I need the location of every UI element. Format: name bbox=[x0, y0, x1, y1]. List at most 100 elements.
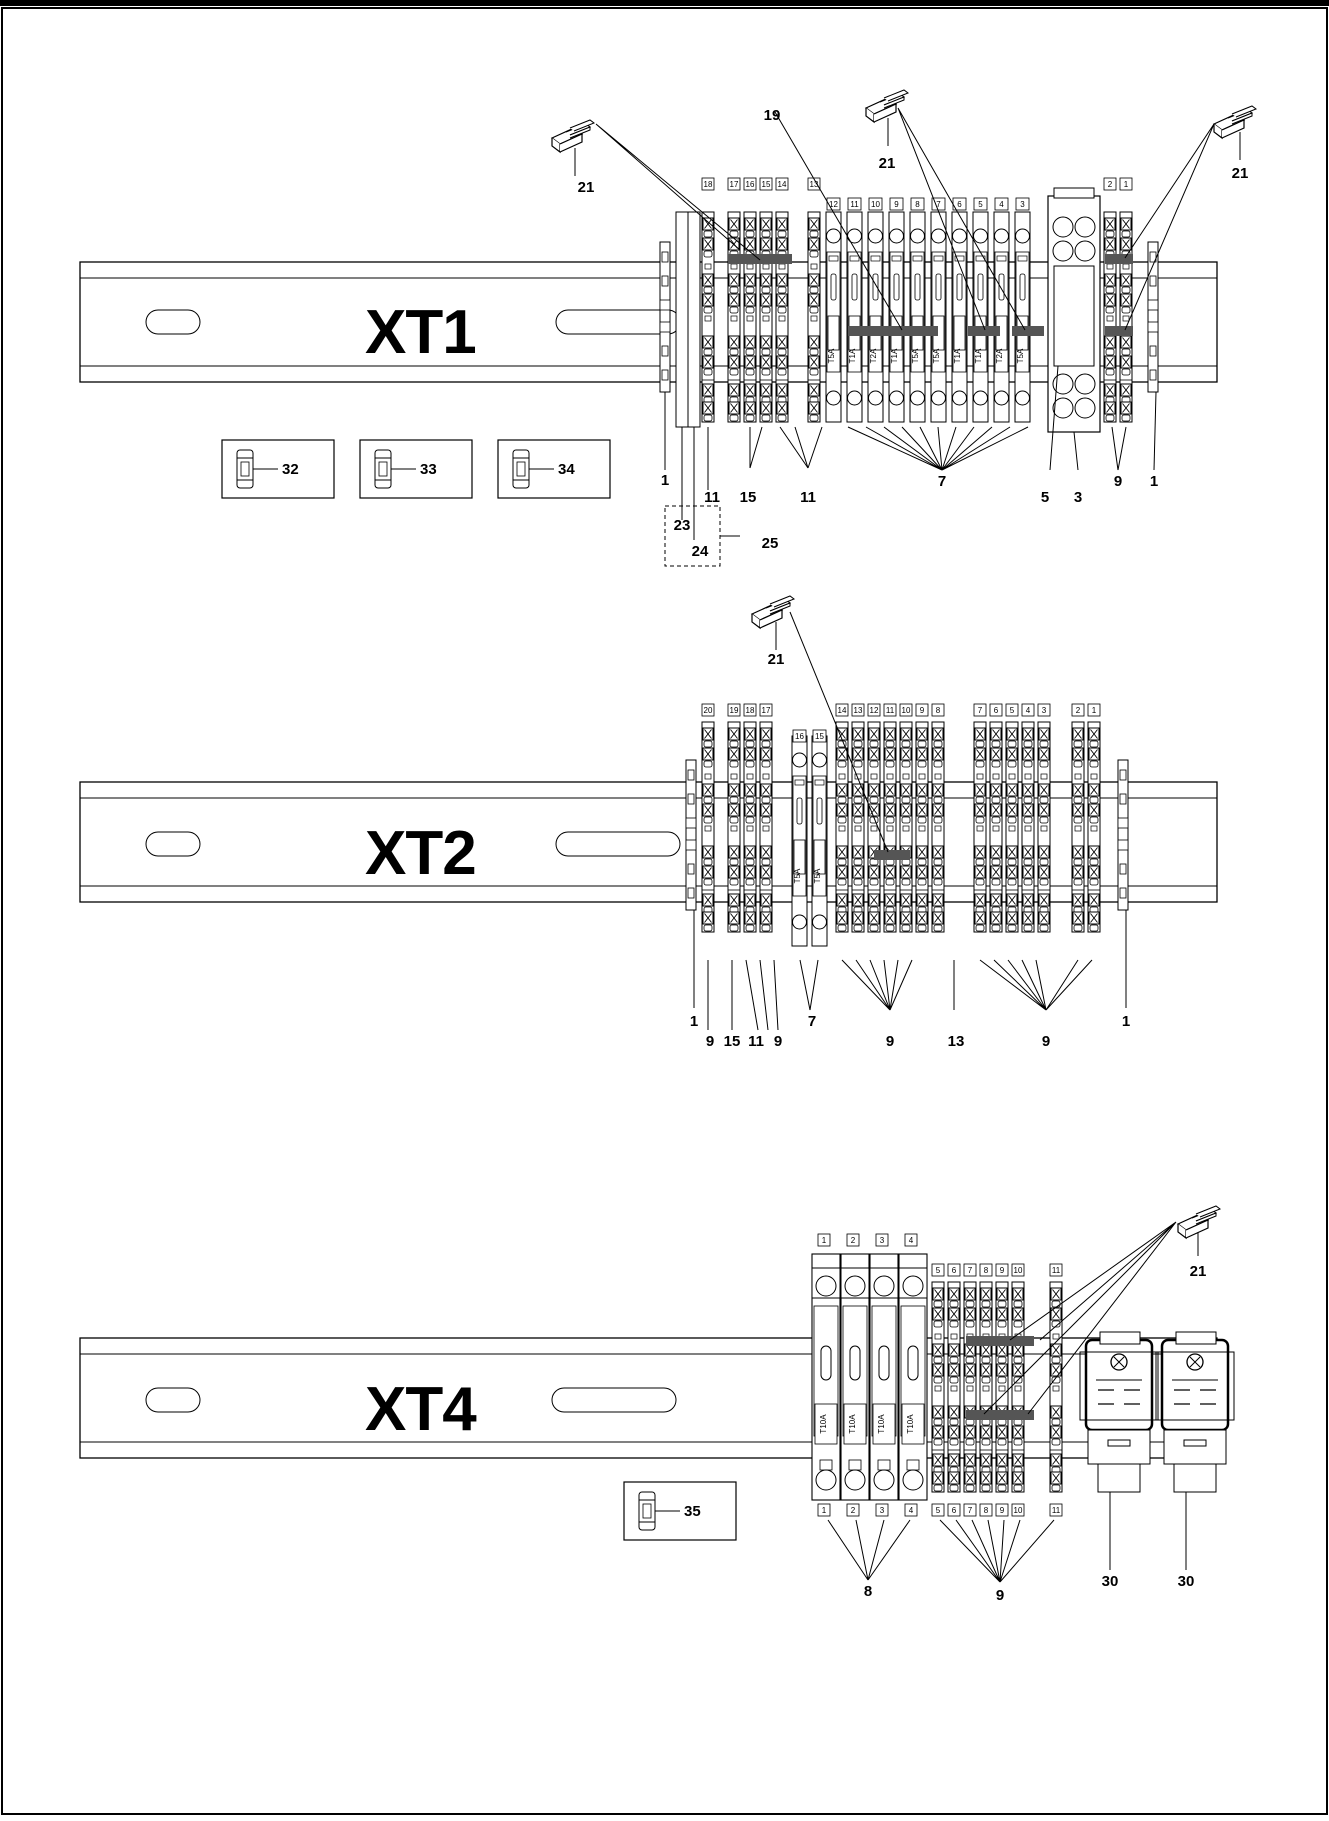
fuse-terminal bbox=[791, 735, 808, 947]
callout-number: 7 bbox=[808, 1013, 816, 1030]
terminal-number: 15 bbox=[812, 729, 827, 743]
terminal-number: 5 bbox=[1005, 703, 1019, 717]
jumper-bar bbox=[966, 1410, 1034, 1420]
svg-text:12: 12 bbox=[870, 706, 879, 715]
svg-text:18: 18 bbox=[746, 706, 755, 715]
svg-text:16: 16 bbox=[746, 180, 755, 189]
svg-text:4: 4 bbox=[1026, 706, 1031, 715]
svg-text:10: 10 bbox=[1014, 1506, 1023, 1515]
callout-number: 11 bbox=[704, 489, 720, 506]
terminal-number: 4 bbox=[904, 1503, 918, 1517]
svg-text:4: 4 bbox=[999, 200, 1004, 209]
fuse-terminal bbox=[909, 211, 926, 423]
fuse-terminal bbox=[846, 211, 863, 423]
terminal-number: 10 bbox=[868, 197, 883, 211]
terminal-block bbox=[1072, 722, 1084, 932]
jumper-icon bbox=[551, 119, 595, 153]
terminal-number: 1 bbox=[817, 1233, 831, 1247]
svg-text:8: 8 bbox=[984, 1506, 989, 1515]
svg-text:15: 15 bbox=[815, 732, 824, 741]
svg-text:9: 9 bbox=[1000, 1266, 1005, 1275]
svg-text:5: 5 bbox=[936, 1266, 941, 1275]
terminal-block bbox=[702, 212, 714, 422]
terminal-block bbox=[760, 212, 772, 422]
terminal-block bbox=[760, 722, 772, 932]
terminal-number: 9 bbox=[995, 1503, 1009, 1517]
svg-text:13: 13 bbox=[854, 706, 863, 715]
spare-fuse: 34 bbox=[497, 439, 611, 499]
terminal-number: 9 bbox=[915, 703, 929, 717]
terminal-number: 7 bbox=[963, 1263, 977, 1277]
callout-number: 9 bbox=[1042, 1033, 1050, 1050]
callout-number: 30 bbox=[1178, 1573, 1195, 1590]
terminal-number: 17 bbox=[759, 703, 773, 717]
terminal-number: 2 bbox=[846, 1503, 860, 1517]
rail-slot bbox=[551, 1387, 677, 1413]
end-stop bbox=[1117, 759, 1129, 911]
fuse-holder bbox=[869, 1253, 899, 1501]
fuse-rating: T5A bbox=[793, 868, 802, 883]
relay-body bbox=[1053, 265, 1095, 367]
callout-number: 21 bbox=[879, 155, 896, 172]
callout-number: 30 bbox=[1102, 1573, 1119, 1590]
svg-text:8: 8 bbox=[984, 1266, 989, 1275]
rail-title: XT1 bbox=[365, 298, 476, 367]
callout-number: 9 bbox=[1114, 473, 1122, 490]
callout-number: 8 bbox=[864, 1583, 872, 1600]
svg-text:17: 17 bbox=[762, 706, 771, 715]
callout-number: 7 bbox=[938, 473, 946, 490]
terminal-number: 10 bbox=[1011, 1263, 1025, 1277]
terminal-number: 8 bbox=[979, 1263, 993, 1277]
fuse-terminal bbox=[930, 211, 947, 423]
terminal-number: 6 bbox=[947, 1263, 961, 1277]
svg-text:1: 1 bbox=[822, 1506, 827, 1515]
terminal-number: 3 bbox=[1037, 703, 1051, 717]
terminal-block bbox=[728, 212, 740, 422]
svg-text:10: 10 bbox=[871, 200, 880, 209]
svg-text:9: 9 bbox=[920, 706, 925, 715]
terminal-block bbox=[916, 722, 928, 932]
terminal-number: 5 bbox=[931, 1263, 945, 1277]
terminal-block bbox=[808, 212, 820, 422]
callout-number: 15 bbox=[724, 1033, 741, 1050]
svg-text:1: 1 bbox=[1092, 706, 1097, 715]
terminal-number: 13 bbox=[807, 177, 821, 191]
fuse-terminal bbox=[951, 211, 968, 423]
terminal-number: 14 bbox=[775, 177, 789, 191]
svg-text:11: 11 bbox=[1052, 1266, 1061, 1275]
jumper-bar bbox=[966, 1336, 1034, 1346]
rail-title: XT2 bbox=[365, 819, 476, 888]
fuse-rating: T5A bbox=[813, 868, 822, 883]
spare-fuses: 35 bbox=[623, 1481, 737, 1541]
terminal-number: 10 bbox=[1011, 1503, 1025, 1517]
jumper-bar bbox=[874, 850, 910, 860]
fuse-holder bbox=[898, 1253, 928, 1501]
callout-number: 3 bbox=[1074, 489, 1082, 506]
terminal-number: 13 bbox=[851, 703, 865, 717]
terminal-block bbox=[1088, 722, 1100, 932]
top-bar bbox=[0, 0, 1329, 6]
terminal-number: 14 bbox=[835, 703, 849, 717]
svg-text:13: 13 bbox=[810, 180, 819, 189]
fuse-rating: T10A bbox=[906, 1414, 915, 1434]
svg-text:5: 5 bbox=[1010, 706, 1015, 715]
terminal-number: 4 bbox=[904, 1233, 918, 1247]
svg-text:6: 6 bbox=[952, 1266, 957, 1275]
callout-number: 19 bbox=[764, 107, 781, 124]
jumper-bar bbox=[1105, 326, 1133, 336]
svg-text:6: 6 bbox=[952, 1506, 957, 1515]
rail-xt4: XT4 11T10A22T10A33T10A44T10A556677889910… bbox=[79, 1205, 1235, 1604]
terminal-block bbox=[948, 1282, 960, 1492]
svg-text:7: 7 bbox=[936, 200, 941, 209]
callout-number: 35 bbox=[684, 1503, 701, 1520]
terminal-block bbox=[776, 212, 788, 422]
svg-text:18: 18 bbox=[704, 180, 713, 189]
fuse-terminal bbox=[993, 211, 1010, 423]
